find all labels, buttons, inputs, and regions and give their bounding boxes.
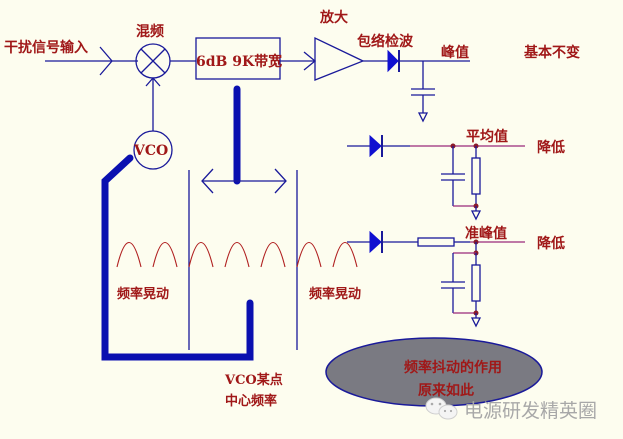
filter-box (195, 37, 281, 80)
envelope-detector-label: 包络检波 (357, 33, 414, 50)
amplifier-label: 放大 (319, 9, 348, 26)
freq-wobble-right-label: 频率晃动 (309, 286, 361, 302)
input-label: 干扰信号输入 (4, 39, 88, 56)
wechat-icon (425, 397, 458, 420)
qp-resistor-icon (471, 264, 481, 302)
quasi-peak-result-label: 降低 (537, 235, 565, 252)
avg-resistor-icon (471, 157, 481, 195)
qp-capacitor-icon (441, 281, 465, 289)
vco-center-label-line2: 中心频率 (225, 393, 277, 409)
qp-series-resistor-icon (417, 237, 455, 247)
right-arrowhead-icon (274, 168, 287, 194)
wobble-arc (332, 242, 358, 268)
wobble-arc (116, 242, 142, 268)
mixer-icon (135, 43, 171, 79)
qp-ground-icon (470, 317, 482, 328)
capacitor-icon (411, 88, 435, 96)
vco-arrow-icon (145, 77, 161, 87)
avg-diode-icon (369, 134, 383, 158)
peak-result-label: 基本不变 (524, 44, 580, 61)
qp-diode-icon (369, 230, 383, 254)
ground-icon (417, 112, 429, 123)
input-arrow-icon (99, 46, 113, 76)
average-result-label: 降低 (537, 139, 565, 156)
wobble-arc (296, 242, 322, 268)
bubble-line2: 原来如此 (418, 382, 474, 399)
wobble-arc (188, 242, 214, 268)
average-label: 平均值 (466, 128, 508, 145)
frequency-wobble-arcs (116, 242, 358, 268)
vco-sweep-path (101, 154, 254, 361)
vco-label: VCO (133, 143, 168, 159)
left-arrowhead-icon (201, 168, 214, 194)
freq-wobble-left-label: 频率晃动 (117, 286, 169, 302)
filter-label: 6dB 9K带宽 (196, 53, 282, 70)
bubble-line1: 频率抖动的作用 (404, 359, 502, 376)
vco-center-label-line1: VCO某点 (224, 372, 283, 388)
diode-icon (387, 49, 400, 73)
peak-label: 峰值 (441, 44, 469, 61)
wobble-arc (260, 242, 286, 268)
quasi-peak-label: 准峰值 (465, 225, 507, 242)
avg-ground-icon (470, 210, 482, 221)
avg-capacitor-icon (441, 173, 465, 181)
mixer-label: 混频 (136, 23, 164, 40)
wobble-arc (152, 242, 178, 268)
watermark-text: 电源研发精英圈 (464, 400, 597, 422)
vco-circle (133, 130, 173, 170)
amplifier-icon (314, 36, 365, 81)
wobble-arc (224, 242, 250, 268)
